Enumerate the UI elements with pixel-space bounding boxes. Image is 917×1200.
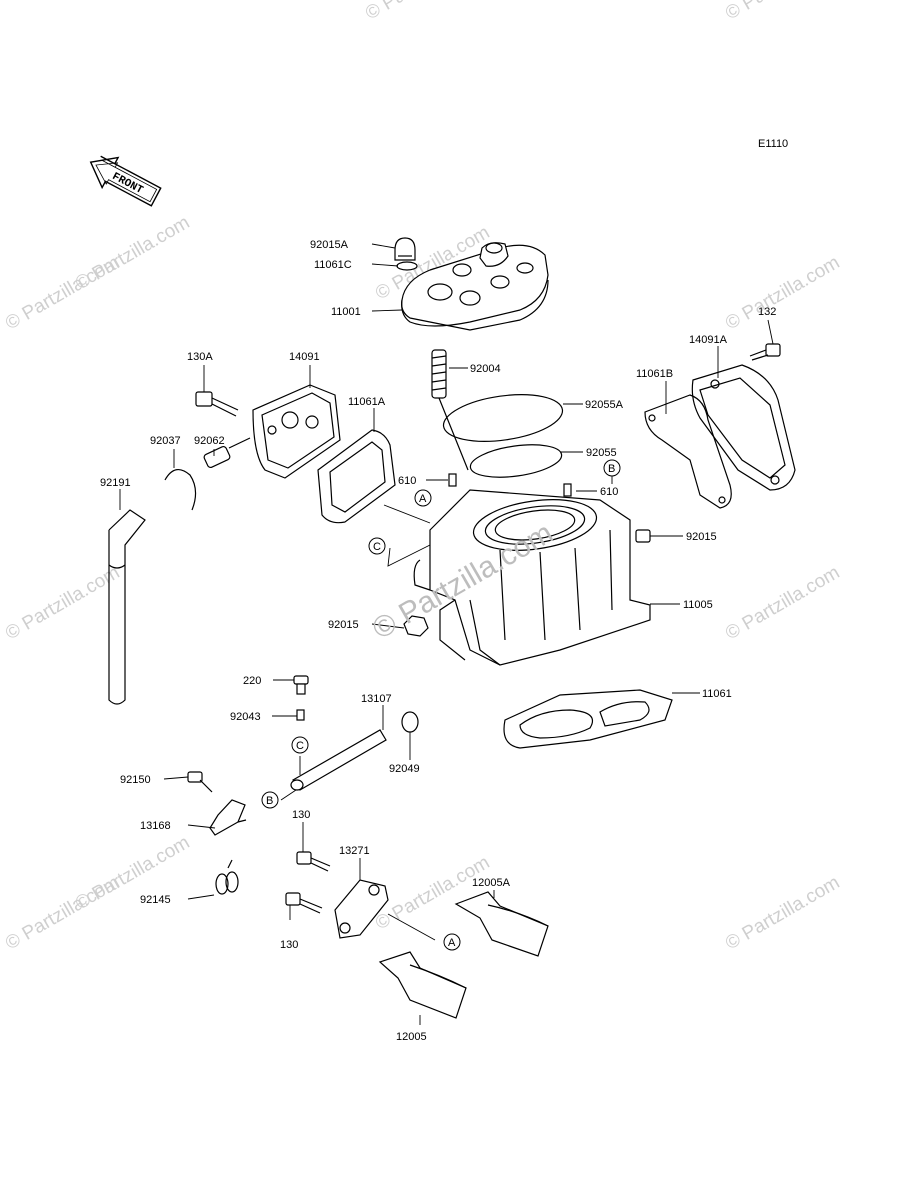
ref-label-b: B [266, 795, 273, 807]
dowel-pin-part [448, 473, 457, 487]
part-label: 92037 [150, 435, 181, 447]
part-label: 92150 [120, 774, 151, 786]
stud-part [431, 349, 469, 471]
ref-circle-a-upper: A [414, 489, 432, 507]
part-label: 92049 [389, 763, 420, 775]
gasket-right-part [644, 394, 732, 509]
base-gasket-part [503, 689, 673, 749]
ref-circle-a-lower: A [443, 933, 461, 951]
part-label: 92055A [585, 399, 624, 411]
part-label: 92043 [230, 711, 261, 723]
bolt-92150-part [187, 771, 213, 793]
watermark-text: © Partzilla.com [2, 562, 123, 644]
ref-circle-c-upper: C [368, 537, 386, 555]
bolt-130a-part [195, 391, 239, 417]
part-label: 92191 [100, 477, 131, 489]
part-label: 92145 [140, 894, 171, 906]
oil-seal-part [401, 711, 419, 733]
part-label: 11061C [314, 259, 352, 271]
part-label: 220 [243, 675, 261, 687]
ref-label-a: A [448, 937, 456, 949]
part-label: 11005 [683, 599, 713, 611]
part-label: 13168 [140, 820, 171, 832]
watermark-text: © Partzilla.com [372, 852, 493, 934]
part-label: 92015 [328, 619, 359, 631]
part-label: 130 [280, 939, 298, 951]
screw-220-part [293, 675, 309, 695]
watermark-text: © Partzilla.com [722, 872, 843, 954]
leader-lines [119, 243, 774, 1025]
ref-circle-c-lower: C [291, 736, 309, 754]
watermark-text: © Partzilla.com [722, 0, 843, 24]
ref-circle-b-upper: B [603, 459, 621, 477]
cylinder-head-part [401, 242, 549, 331]
part-label: 13107 [361, 693, 392, 705]
watermark-text: © Partzilla.com [722, 252, 843, 334]
valve-12005-part [378, 951, 467, 1019]
part-label: 12005A [472, 877, 511, 889]
valve-12005a-part [454, 891, 549, 957]
cap-nut-part [394, 237, 416, 261]
valve-cover-left-part [252, 384, 341, 479]
watermark-text: © Partzilla.com [72, 832, 193, 914]
washer-part [396, 261, 418, 271]
o-ring-small-part [469, 444, 563, 478]
hose-part [108, 509, 146, 705]
ref-label-a: A [419, 493, 427, 505]
shaft-part [290, 729, 387, 791]
gasket-left-part [317, 429, 396, 524]
part-label: 130A [187, 351, 213, 363]
dowel-pin-part [563, 483, 572, 497]
part-label: 11061 [702, 688, 732, 700]
diagram-code: E1110 [758, 138, 788, 150]
watermark-text: © Partzilla.com [72, 212, 193, 294]
ref-label-c: C [296, 740, 304, 752]
part-label: 92015A [310, 239, 349, 251]
part-label: 11001 [331, 306, 361, 318]
part-label: 11061A [348, 396, 386, 408]
bolt-130-part [296, 851, 331, 872]
ref-circle-b-lower: B [261, 791, 279, 809]
part-label: 92004 [470, 363, 501, 375]
part-label: 130 [292, 809, 310, 821]
watermark-text: © Partzilla.com [362, 0, 483, 24]
part-label: 92015 [686, 531, 717, 543]
valve-cover-right-part [691, 364, 796, 491]
part-labels: 92015A 11061C 11001 92004 92055A 92055 1… [100, 239, 776, 1043]
part-label: 14091 [289, 351, 320, 363]
spring-part [215, 859, 239, 895]
part-label: 13271 [339, 845, 370, 857]
o-ring-large-part [442, 394, 564, 442]
lever-13168-part [209, 799, 247, 836]
part-label: 132 [758, 306, 776, 318]
bolt-130-lower-part [285, 892, 323, 914]
part-label: 12005 [396, 1031, 427, 1043]
bolt-part [749, 343, 781, 361]
pin-92043-part [296, 709, 305, 721]
part-label: 11061B [636, 368, 673, 380]
part-label: 610 [398, 475, 416, 487]
nut-part [403, 615, 429, 637]
clamp-part [164, 469, 197, 511]
front-arrow-icon: FRONT [89, 155, 162, 207]
part-label: 92055 [586, 447, 617, 459]
part-label: 610 [600, 486, 618, 498]
watermark-text: © Partzilla.com [722, 562, 843, 644]
ref-label-c: C [373, 541, 381, 553]
ref-label-b: B [608, 463, 615, 475]
part-label: 92062 [194, 435, 225, 447]
cylinder-part [413, 489, 651, 666]
part-label: 14091A [689, 334, 728, 346]
